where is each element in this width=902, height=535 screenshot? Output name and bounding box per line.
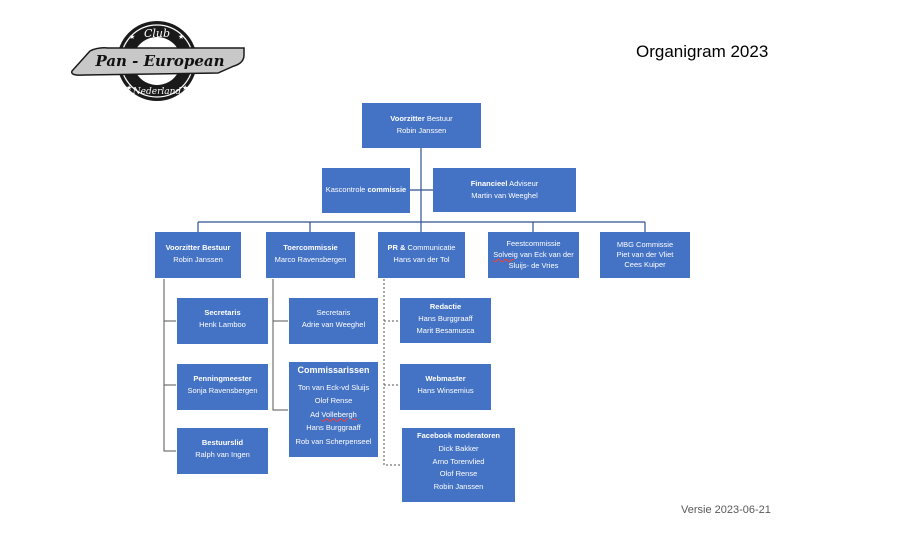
logo-nederland-text: Nederland [132,87,182,97]
org-box-kascontrole: Kascontrole commissie [322,168,410,213]
list-item: Ad Vollebergh [310,409,357,419]
list-item: Dick Bakker [438,443,479,453]
org-box-redactie: Redactie Hans Burggraaff Marit Besamusca [400,298,491,343]
version-label: Versie 2023-06-21 [681,504,771,516]
logo-club-text: Club [144,27,170,40]
list-item: Arno Torenvlied [432,456,485,466]
org-box-secretaris-bestuur: Secretaris Henk Lamboo [177,298,268,344]
org-box-pr-communicatie: PR & Communicatie Hans van der Tol [378,232,465,278]
person-name: Hans van der Tol [393,255,450,264]
list-item: Hans Burggraaff [306,423,361,432]
org-box-bestuurslid: Bestuurslid Ralph van Ingen [177,428,268,474]
org-box-facebook-moderatoren: Facebook moderatoren Dick Bakker Arno To… [402,428,515,502]
list-item: Olof Rense [439,469,478,479]
org-box-financieel-adviseur: Financieel Adviseur Martin van Weeghel [433,168,576,212]
svg-text:★: ★ [178,33,184,41]
org-box-penningmeester: Penningmeester Sonja Ravensbergen [177,364,268,410]
connector-col1 [163,279,176,452]
org-box-mbg-commissie: MBG Commissie Piet van der Vliet Cees Ku… [600,232,690,278]
person-name: Marco Ravensbergen [274,255,347,264]
person-name: Martin van Weeghel [471,191,538,200]
list-item: Rob van Scherpenseel [295,436,372,446]
svg-text:★: ★ [126,84,132,92]
org-box-voorzitter-top: Voorzitter Bestuur Robin Janssen [362,103,481,148]
list-item: Olof Rense [314,396,353,405]
list-item: Ton van Eck-vd Sluijs [297,382,370,392]
role-label: Voorzitter [390,114,425,123]
page-title: Organigram 2023 [636,42,769,61]
svg-text:★: ★ [182,84,188,92]
person-name: Robin Janssen [173,255,223,264]
connector-col3 [383,279,400,466]
org-box-voorzitter-bestuur: Voorzitter Bestuur Robin Janssen [155,232,241,278]
club-logo: Club Nederland ★ ★ ★ ★ Pan - European [68,19,248,108]
org-box-commissarissen: Commissarissen Ton van Eck-vd Sluijs Olo… [289,362,378,457]
logo-pan-european-text: Pan - European [94,52,224,70]
org-box-secretaris-toer: Secretaris Adrie van Weeghel [289,298,378,344]
connector-col2 [272,279,288,411]
list-item: Robin Janssen [433,482,484,492]
org-box-webmaster: Webmaster Hans Winsemius [400,364,491,410]
org-box-feestcommissie: Feestcommissie Solveig van Eck van der S… [488,232,579,278]
svg-text:★: ★ [129,33,135,41]
org-box-toercommissie: Toercommissie Marco Ravensbergen [266,232,355,278]
person-name: Robin Janssen [396,126,447,135]
